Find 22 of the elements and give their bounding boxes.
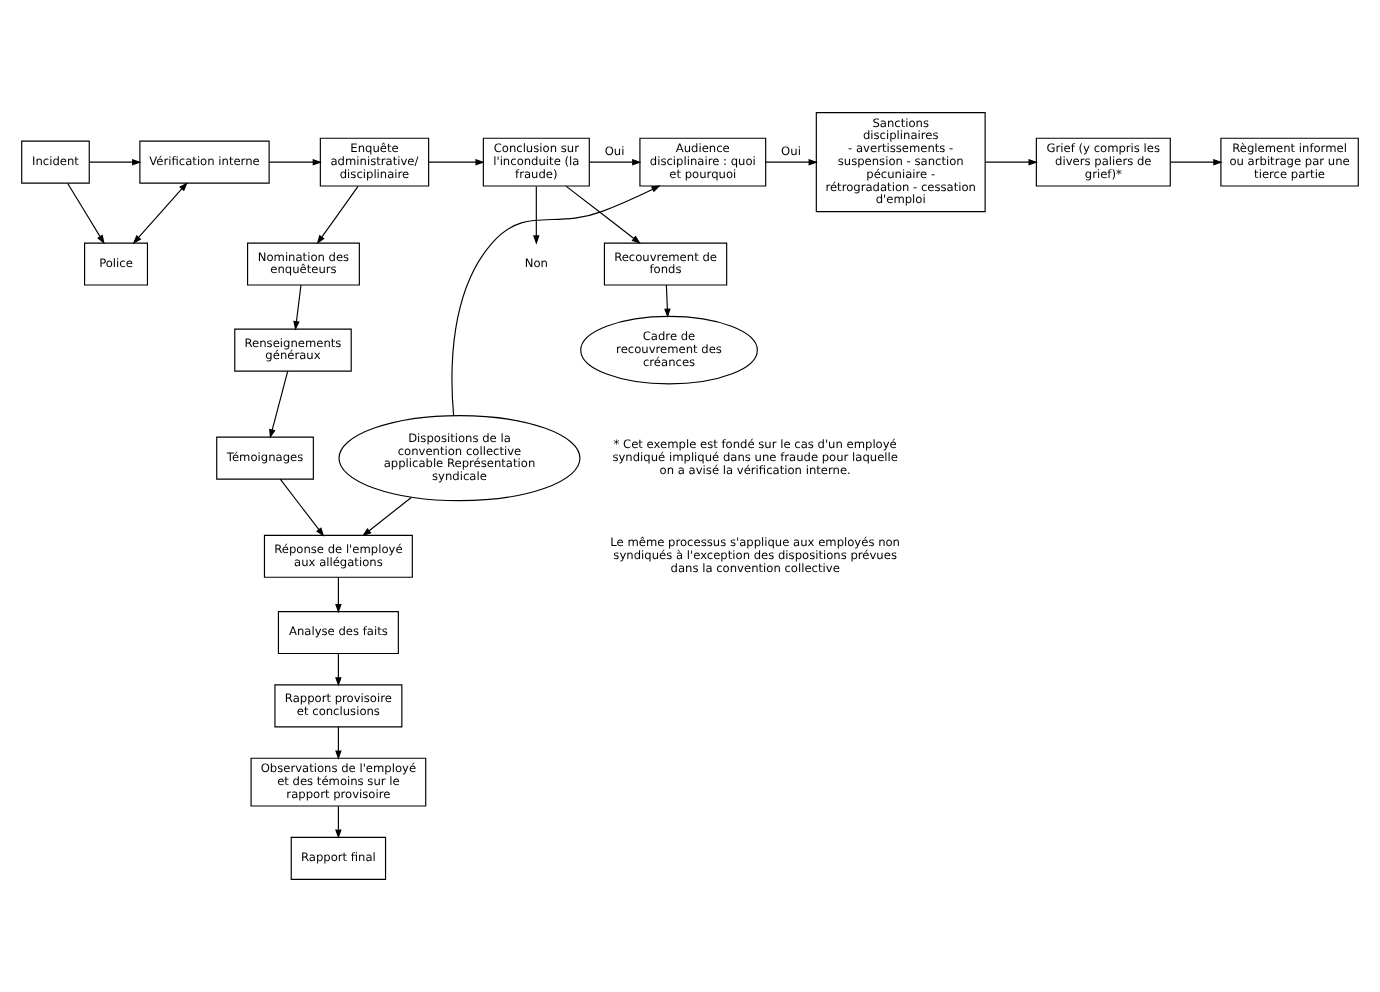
arrow [335, 805, 342, 839]
arrow [1170, 158, 1223, 166]
arrow [664, 284, 671, 318]
arrow [451, 185, 661, 416]
arrow [316, 185, 359, 245]
arrow [293, 284, 302, 331]
arrow [335, 576, 342, 614]
arrow [765, 158, 818, 166]
arrow [428, 158, 485, 166]
arrow [88, 158, 142, 166]
arrow [362, 496, 412, 537]
arrow [335, 726, 342, 760]
arrow [269, 370, 289, 439]
arrow [268, 158, 322, 166]
arrow [533, 185, 540, 245]
arrow [67, 182, 105, 245]
arrow [132, 182, 188, 245]
arrow [565, 185, 641, 244]
arrow [279, 478, 325, 537]
arrow [588, 158, 642, 166]
arrow [984, 158, 1038, 166]
arrow [335, 653, 342, 687]
